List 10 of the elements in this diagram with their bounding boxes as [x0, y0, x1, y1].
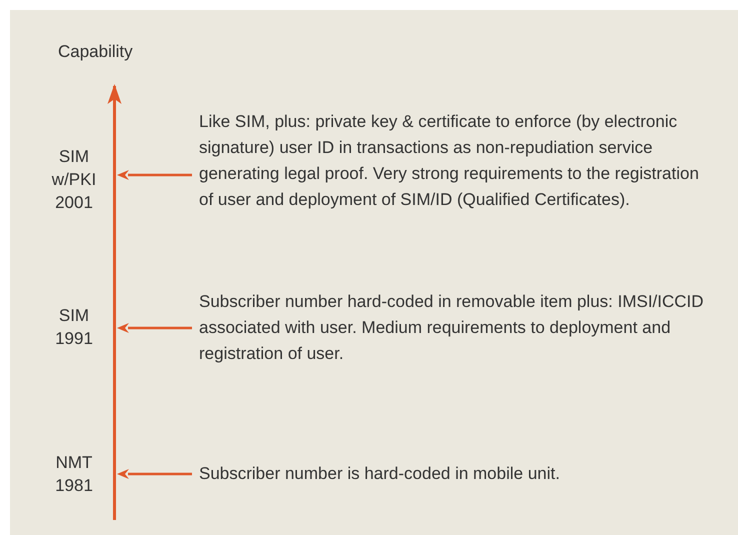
description-text: Subscriber number hard-coded in removable item plus: IMSI/ICCID associated with user. Medium requirements to deployment and registration of user.	[199, 291, 704, 365]
milestone-label: SIM 1991	[54, 305, 94, 350]
arrow	[117, 469, 192, 479]
arrow	[117, 323, 192, 333]
milestone-label: SIM w/PKI 2001	[50, 146, 98, 214]
description-text: Subscriber number is hard-coded in mobile unit.	[199, 463, 561, 485]
milestone-label: NMT 1981	[54, 452, 94, 497]
axis-label: Capability	[58, 41, 134, 63]
arrow	[117, 170, 192, 180]
description-text: Like SIM, plus: private key & certificate to enforce (by electronic signature) user ID in transactions as non-repudiation service generating legal proof. Very strong requirements to the registration of user and deployment of SIM/ID (Qualified Certificates).	[199, 111, 700, 211]
